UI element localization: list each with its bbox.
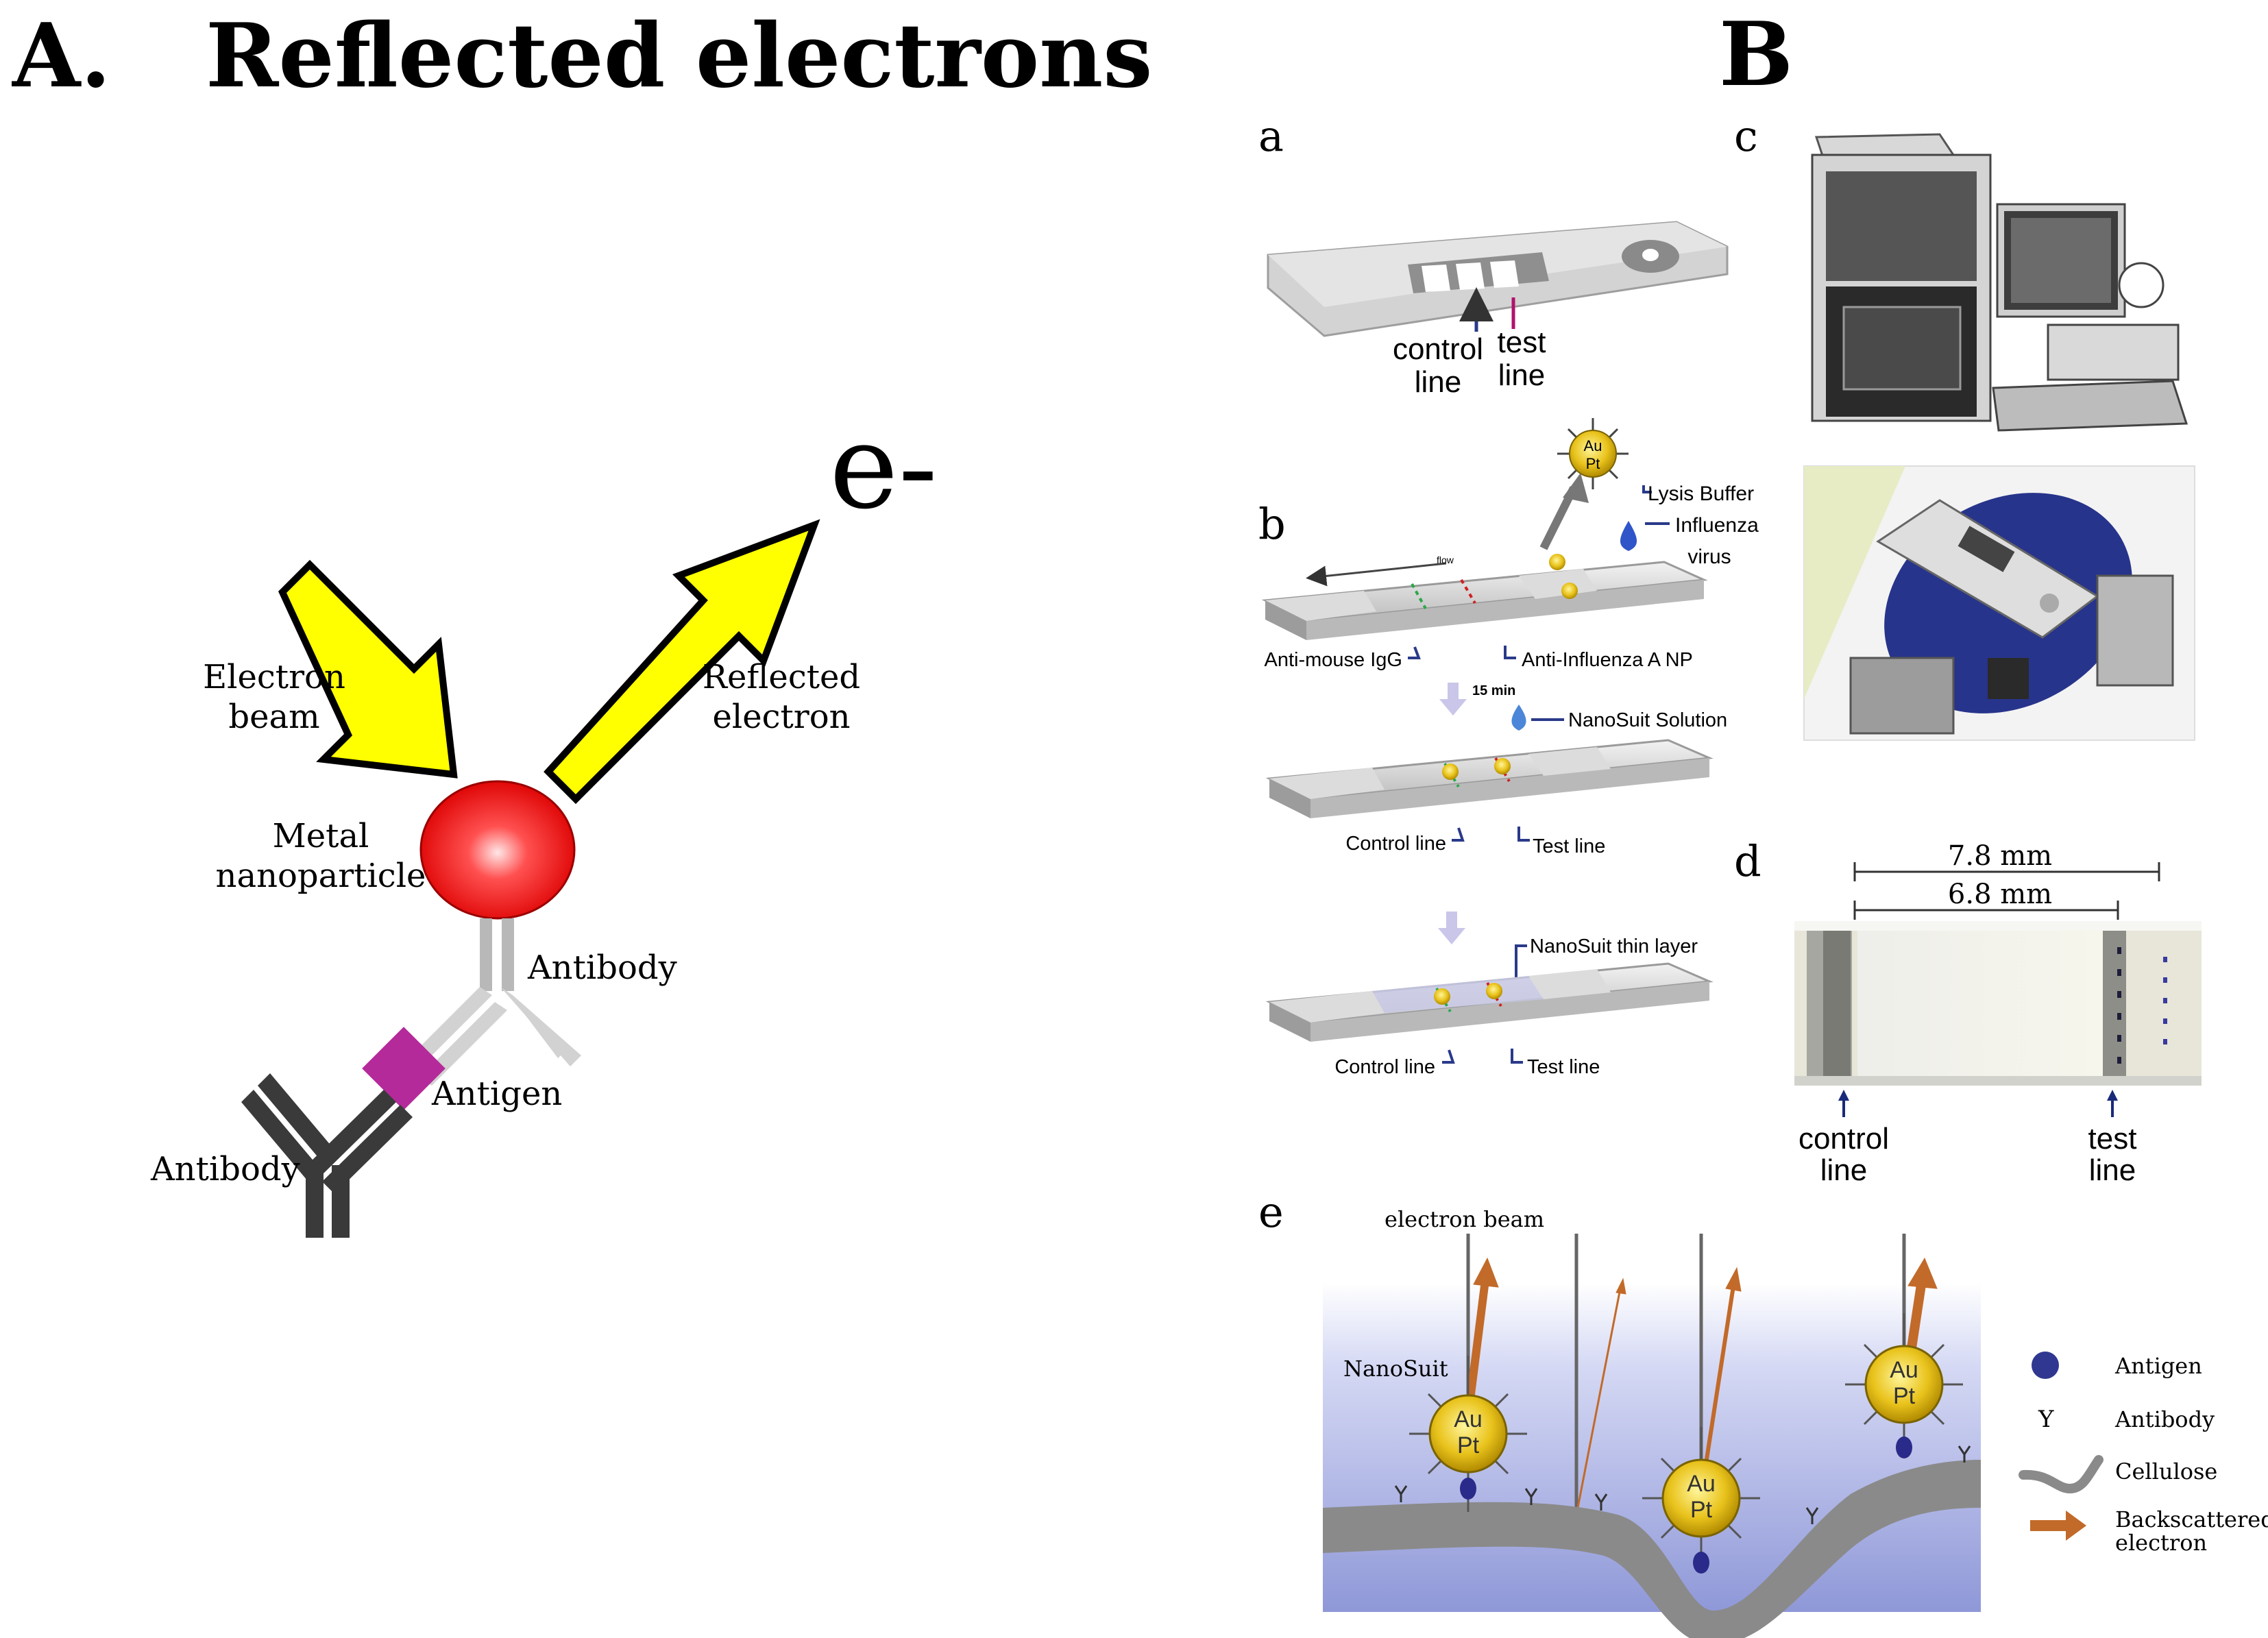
test-line-label-2: Test line xyxy=(1527,1056,1600,1078)
sub-panel-e: e electron beam NanoSuit xyxy=(1258,1187,2268,1638)
window-3 xyxy=(1490,260,1519,288)
strip-2 xyxy=(1265,739,1714,818)
electron-beam-label-1: Electron xyxy=(203,658,345,696)
sub-a-control-1: control xyxy=(1393,332,1483,366)
particle-3-au: Au xyxy=(1890,1357,1918,1383)
cellulose-surface xyxy=(1323,1460,1981,1638)
legend-antibody: Antibody xyxy=(2114,1406,2215,1432)
incoming-electron-arrow xyxy=(278,559,458,779)
step-arrow-2 xyxy=(1438,912,1465,944)
legend-backscattered-2: electron xyxy=(2115,1530,2207,1556)
lower-antibody-label: Antibody xyxy=(150,1150,300,1188)
particle-2-au: Au xyxy=(1687,1471,1716,1497)
strip-3 xyxy=(1265,962,1714,1042)
sub-e-letter: e xyxy=(1258,1187,1284,1237)
flow-label: flow xyxy=(1437,554,1454,565)
lower-antibody xyxy=(241,1073,413,1238)
sub-d-control-2: line xyxy=(1820,1153,1868,1187)
legend-backscattered-1: Backscattered xyxy=(2115,1506,2268,1532)
sub-b-letter: b xyxy=(1258,499,1286,549)
legend-cellulose: Cellulose xyxy=(2115,1458,2217,1484)
legend-antigen-icon xyxy=(2032,1352,2059,1379)
reflected-electron-arrow xyxy=(544,519,820,805)
electron-beam-label-2: beam xyxy=(228,698,319,736)
lysis-buffer-label: Lysis Buffer xyxy=(1648,482,1754,505)
antigen-label: Antigen xyxy=(431,1075,562,1113)
antigen xyxy=(362,1027,446,1110)
legend: Antigen Y Antibody Cellulose Backscatter… xyxy=(2019,1352,2268,1556)
sub-d-control-1: control xyxy=(1798,1122,1889,1156)
reflected-electron-label-1: Reflected xyxy=(703,658,860,696)
au-pt-particle-3: Au Pt xyxy=(1845,1313,1963,1458)
anti-flu-label: Anti-Influenza A NP xyxy=(1522,649,1693,671)
particle-1-pt: Pt xyxy=(1457,1432,1480,1458)
time-label: 15 min xyxy=(1472,683,1515,698)
test-line-label-1: Test line xyxy=(1533,835,1605,857)
sem-instrument-illustration xyxy=(1809,129,2193,432)
nanoparticle-label-2: nanoparticle xyxy=(216,857,426,895)
panel-b-letter: B xyxy=(1719,3,1793,106)
dimension-outer: 7.8 mm xyxy=(1948,840,2052,872)
particle-2-pt: Pt xyxy=(1690,1497,1713,1523)
thin-layer-label: NanoSuit thin layer xyxy=(1530,936,1698,957)
nanoparticle-label-1: Metal xyxy=(273,817,369,855)
emitted-electron-label: e- xyxy=(829,400,938,535)
reflected-electron-label-2: electron xyxy=(712,698,850,736)
sub-c-letter: c xyxy=(1734,111,1758,161)
anti-mouse-label: Anti-mouse IgG xyxy=(1265,649,1402,671)
legend-cellulose-icon xyxy=(2019,1455,2104,1494)
b-particle-pt: Pt xyxy=(1586,455,1600,472)
step-arrow-1 xyxy=(1439,683,1467,716)
sub-d-test-2: line xyxy=(2089,1153,2136,1187)
legend-backscatter-icon xyxy=(2030,1511,2086,1541)
particle-3-pt: Pt xyxy=(1893,1383,1916,1409)
panel-a-letter: A. xyxy=(12,5,111,108)
sub-d-letter: d xyxy=(1734,836,1761,886)
panel-a-title: Reflected electrons xyxy=(206,5,1152,108)
electron-beam-label: electron beam xyxy=(1385,1206,1544,1232)
control-line-label-1: Control line xyxy=(1345,833,1446,855)
sub-panel-b: b Au Pt Lysis Buffer Influenza virus xyxy=(1258,418,1759,1078)
sub-d-test-1: test xyxy=(2088,1122,2137,1156)
strip-1: flow xyxy=(1261,554,1708,640)
au-pt-particle-2: Au Pt xyxy=(1642,1427,1760,1574)
sub-a-test-2: line xyxy=(1498,358,1546,392)
test-dots xyxy=(2117,947,2121,1064)
sub-a-control-2: line xyxy=(1415,365,1462,399)
window-2 xyxy=(1456,262,1485,290)
sub-panel-a: a control line test line xyxy=(1258,111,1729,399)
reference-dots xyxy=(2163,957,2167,1044)
sub-a-test-1: test xyxy=(1498,326,1546,359)
surface-antibodies xyxy=(1394,1445,1971,1524)
sub-panel-c: c xyxy=(1734,111,2195,741)
control-line-label-2: Control line xyxy=(1334,1056,1435,1078)
particle-1-au: Au xyxy=(1454,1406,1483,1432)
dimension-inner: 6.8 mm xyxy=(1948,879,2052,910)
panel-b: B a control line test line b xyxy=(1258,3,2268,1638)
window-1 xyxy=(1422,265,1450,292)
stage-photo-illustration xyxy=(1803,465,2195,741)
droplet-icon xyxy=(1620,521,1637,551)
panel-a: A. Reflected electrons e- Electron beam … xyxy=(12,5,1152,1238)
nanosuit-solution-label: NanoSuit Solution xyxy=(1568,709,1727,731)
nanosuit-label: NanoSuit xyxy=(1343,1356,1448,1382)
test-line-band xyxy=(2103,931,2126,1076)
sub-panel-d: d 7.8 mm 6.8 mm xyxy=(1734,836,2202,1187)
b-particle-au: Au xyxy=(1584,437,1602,454)
influenza-label-1: Influenza xyxy=(1675,514,1759,537)
legend-antigen: Antigen xyxy=(2114,1353,2202,1379)
upper-antibody-label: Antibody xyxy=(527,949,677,987)
legend-antibody-icon: Y xyxy=(2038,1406,2054,1433)
au-pt-particle-1: Au Pt xyxy=(1409,1356,1527,1512)
influenza-label-2: virus xyxy=(1687,546,1731,568)
metal-nanoparticle xyxy=(419,780,576,920)
sub-a-letter: a xyxy=(1258,111,1284,161)
